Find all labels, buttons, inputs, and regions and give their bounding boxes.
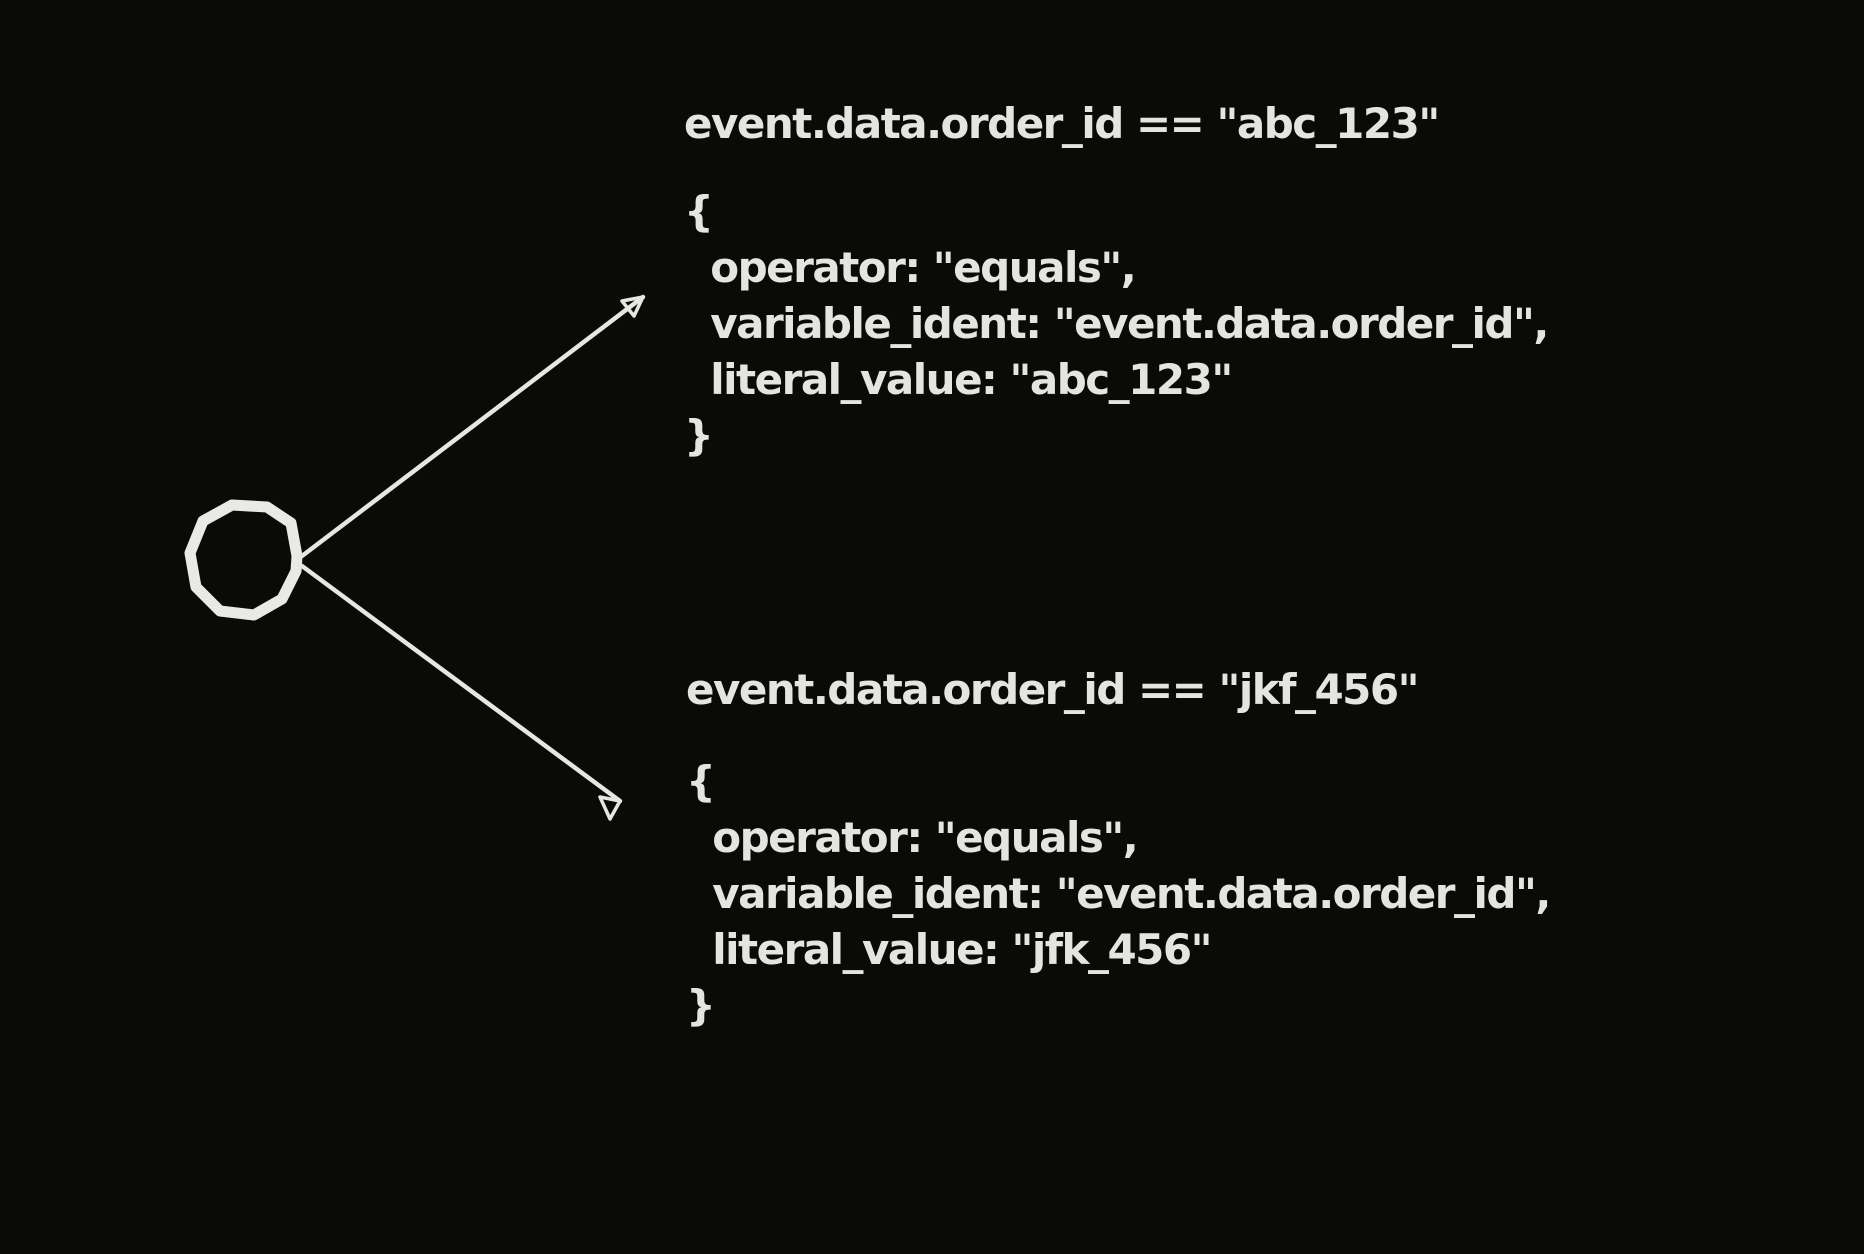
arrow-to-branch-1-shaft <box>299 294 646 559</box>
arrow-to-branch-2-head <box>598 795 622 821</box>
arrow-to-branch-1[interactable] <box>299 294 646 559</box>
decision-node-circle[interactable] <box>184 499 303 621</box>
arrow-to-branch-1-head <box>620 295 645 318</box>
branch-2-code-block[interactable]: { operator: "equals", variable_ident: "e… <box>686 757 1551 1030</box>
branch-1-expression[interactable]: event.data.order_id == "abc_123" <box>684 99 1440 148</box>
branch-1-code-block[interactable]: { operator: "equals", variable_ident: "e… <box>684 187 1549 460</box>
arrow-to-branch-2[interactable] <box>299 563 623 821</box>
branch-2-expression[interactable]: event.data.order_id == "jkf_456" <box>686 665 1420 714</box>
arrow-to-branch-2-shaft <box>299 563 623 804</box>
